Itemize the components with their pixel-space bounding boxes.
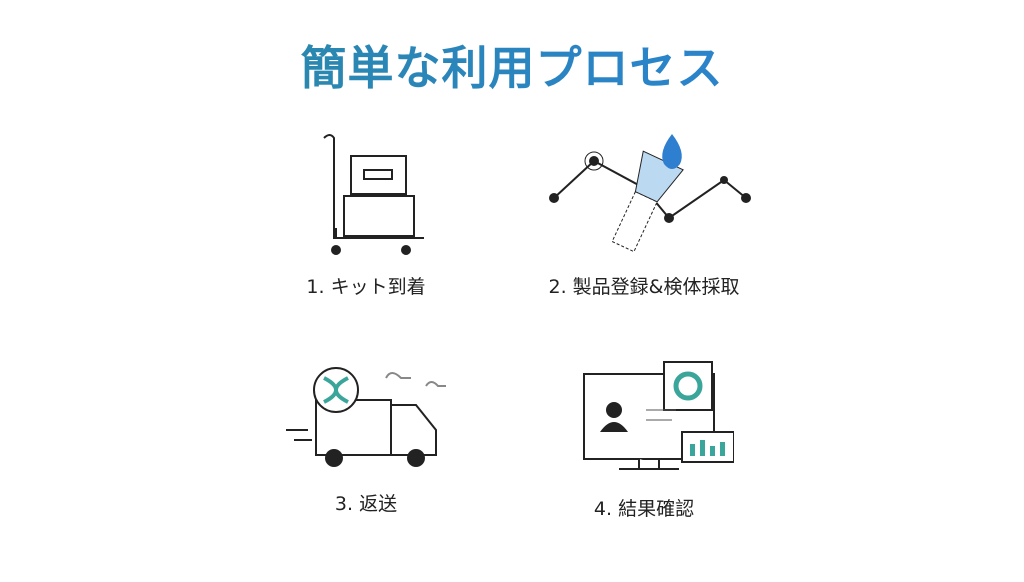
step-4: 4. 結果確認	[494, 360, 794, 521]
step-1: 1. キット到着	[216, 128, 516, 299]
monitor-results-icon	[583, 361, 734, 470]
step-label: 4. 結果確認	[593, 498, 695, 520]
step-label: 1. キット到着	[306, 276, 426, 298]
step-2: 2. 製品登録&検体採取	[494, 128, 794, 299]
page-title: 簡単な利用プロセス	[0, 32, 1024, 98]
delivery-truck-icon	[286, 367, 446, 467]
step-label: 3. 返送	[334, 493, 398, 515]
step-label: 2. 製品登録&検体採取	[548, 276, 740, 298]
step-3: 3. 返送	[216, 360, 516, 516]
sample-tube-icon	[549, 134, 751, 253]
cart-with-kit-icon	[323, 134, 424, 255]
